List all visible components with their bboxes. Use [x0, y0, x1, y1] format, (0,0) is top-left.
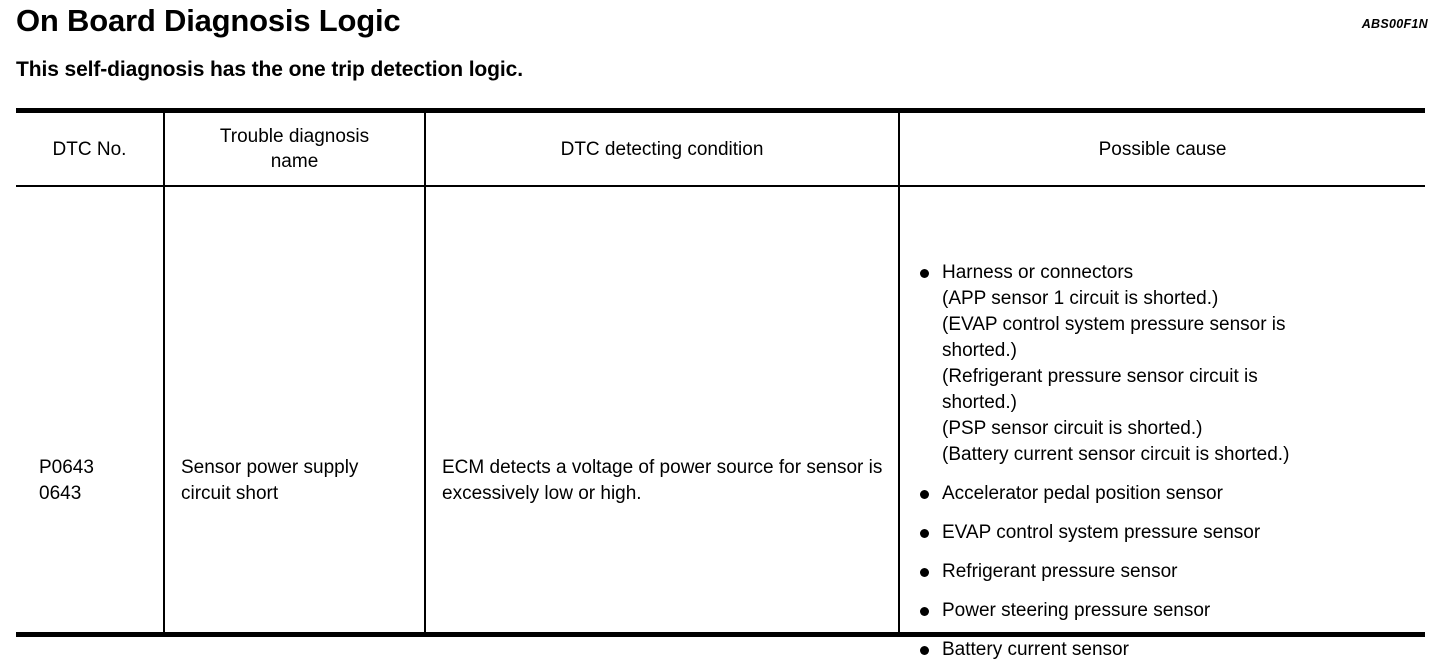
- table-header-separator: [16, 185, 1425, 187]
- bullet-icon: [920, 490, 929, 499]
- cause-sub-line: (Battery current sensor circuit is short…: [942, 444, 1290, 465]
- list-item: Accelerator pedal position sensor: [920, 481, 1420, 507]
- list-item: Harness or connectors (APP sensor 1 circ…: [920, 260, 1420, 468]
- header-label-detecting-condition: DTC detecting condition: [560, 138, 764, 160]
- bullet-icon: [920, 607, 929, 616]
- cause-sub-line: (Refrigerant pressure sensor circuit is …: [942, 366, 1258, 413]
- header-label-trouble-name: Trouble diagnosis name: [219, 126, 370, 172]
- dtc-no-value: P0643 0643: [39, 457, 94, 504]
- header-label-possible-cause: Possible cause: [1098, 138, 1227, 160]
- cause-label: Power steering pressure sensor: [942, 600, 1211, 621]
- cause-sub-line: (PSP sensor circuit is shorted.): [942, 418, 1203, 439]
- table-header-row: DTC No. Trouble diagnosis name DTC detec…: [16, 113, 1425, 185]
- possible-cause-list: Harness or connectors (APP sensor 1 circ…: [920, 260, 1420, 663]
- cause-label: Accelerator pedal position sensor: [942, 483, 1223, 504]
- table-top-border: [16, 108, 1425, 113]
- bullet-icon: [920, 646, 929, 655]
- table-row: P0643 0643 Sensor power supply circuit s…: [16, 187, 1425, 660]
- cause-label: EVAP control system pressure sensor: [942, 522, 1261, 543]
- header-cell-detecting-condition: DTC detecting condition: [426, 113, 900, 185]
- table-bottom-border: [16, 632, 1425, 637]
- cause-sub-line: (APP sensor 1 circuit is shorted.): [942, 288, 1219, 309]
- bullet-icon: [920, 529, 929, 538]
- cause-label: Refrigerant pressure sensor: [942, 561, 1178, 582]
- cause-label: Battery current sensor: [942, 639, 1129, 660]
- cause-sub-list: (APP sensor 1 circuit is shorted.) (EVAP…: [942, 286, 1420, 468]
- list-item: Power steering pressure sensor: [920, 598, 1420, 624]
- list-item: Battery current sensor: [920, 637, 1420, 663]
- cause-label: Harness or connectors: [942, 262, 1134, 283]
- header-label-dtc-no: DTC No.: [52, 138, 127, 160]
- cell-detecting-condition: ECM detects a voltage of power source fo…: [426, 187, 900, 632]
- cell-trouble-name: Sensor power supply circuit short: [165, 187, 426, 632]
- trouble-name-value: Sensor power supply circuit short: [181, 457, 359, 504]
- cause-sub-line: (EVAP control system pressure sensor is …: [942, 314, 1286, 361]
- detecting-condition-value: ECM detects a voltage of power source fo…: [442, 457, 883, 504]
- bullet-icon: [920, 568, 929, 577]
- cell-possible-cause: Harness or connectors (APP sensor 1 circ…: [900, 187, 1425, 660]
- header-cell-trouble-name: Trouble diagnosis name: [165, 113, 426, 185]
- page-subtitle: This self-diagnosis has the one trip det…: [16, 58, 523, 81]
- dtc-table: DTC No. Trouble diagnosis name DTC detec…: [16, 108, 1425, 660]
- bullet-icon: [920, 269, 929, 278]
- page-title: On Board Diagnosis Logic: [16, 3, 401, 38]
- header-cell-possible-cause: Possible cause: [900, 113, 1425, 185]
- cell-dtc-no: P0643 0643: [16, 187, 165, 632]
- list-item: Refrigerant pressure sensor: [920, 559, 1420, 585]
- list-item: EVAP control system pressure sensor: [920, 520, 1420, 546]
- reference-code: ABS00F1N: [1361, 17, 1428, 31]
- header-cell-dtc-no: DTC No.: [16, 113, 165, 185]
